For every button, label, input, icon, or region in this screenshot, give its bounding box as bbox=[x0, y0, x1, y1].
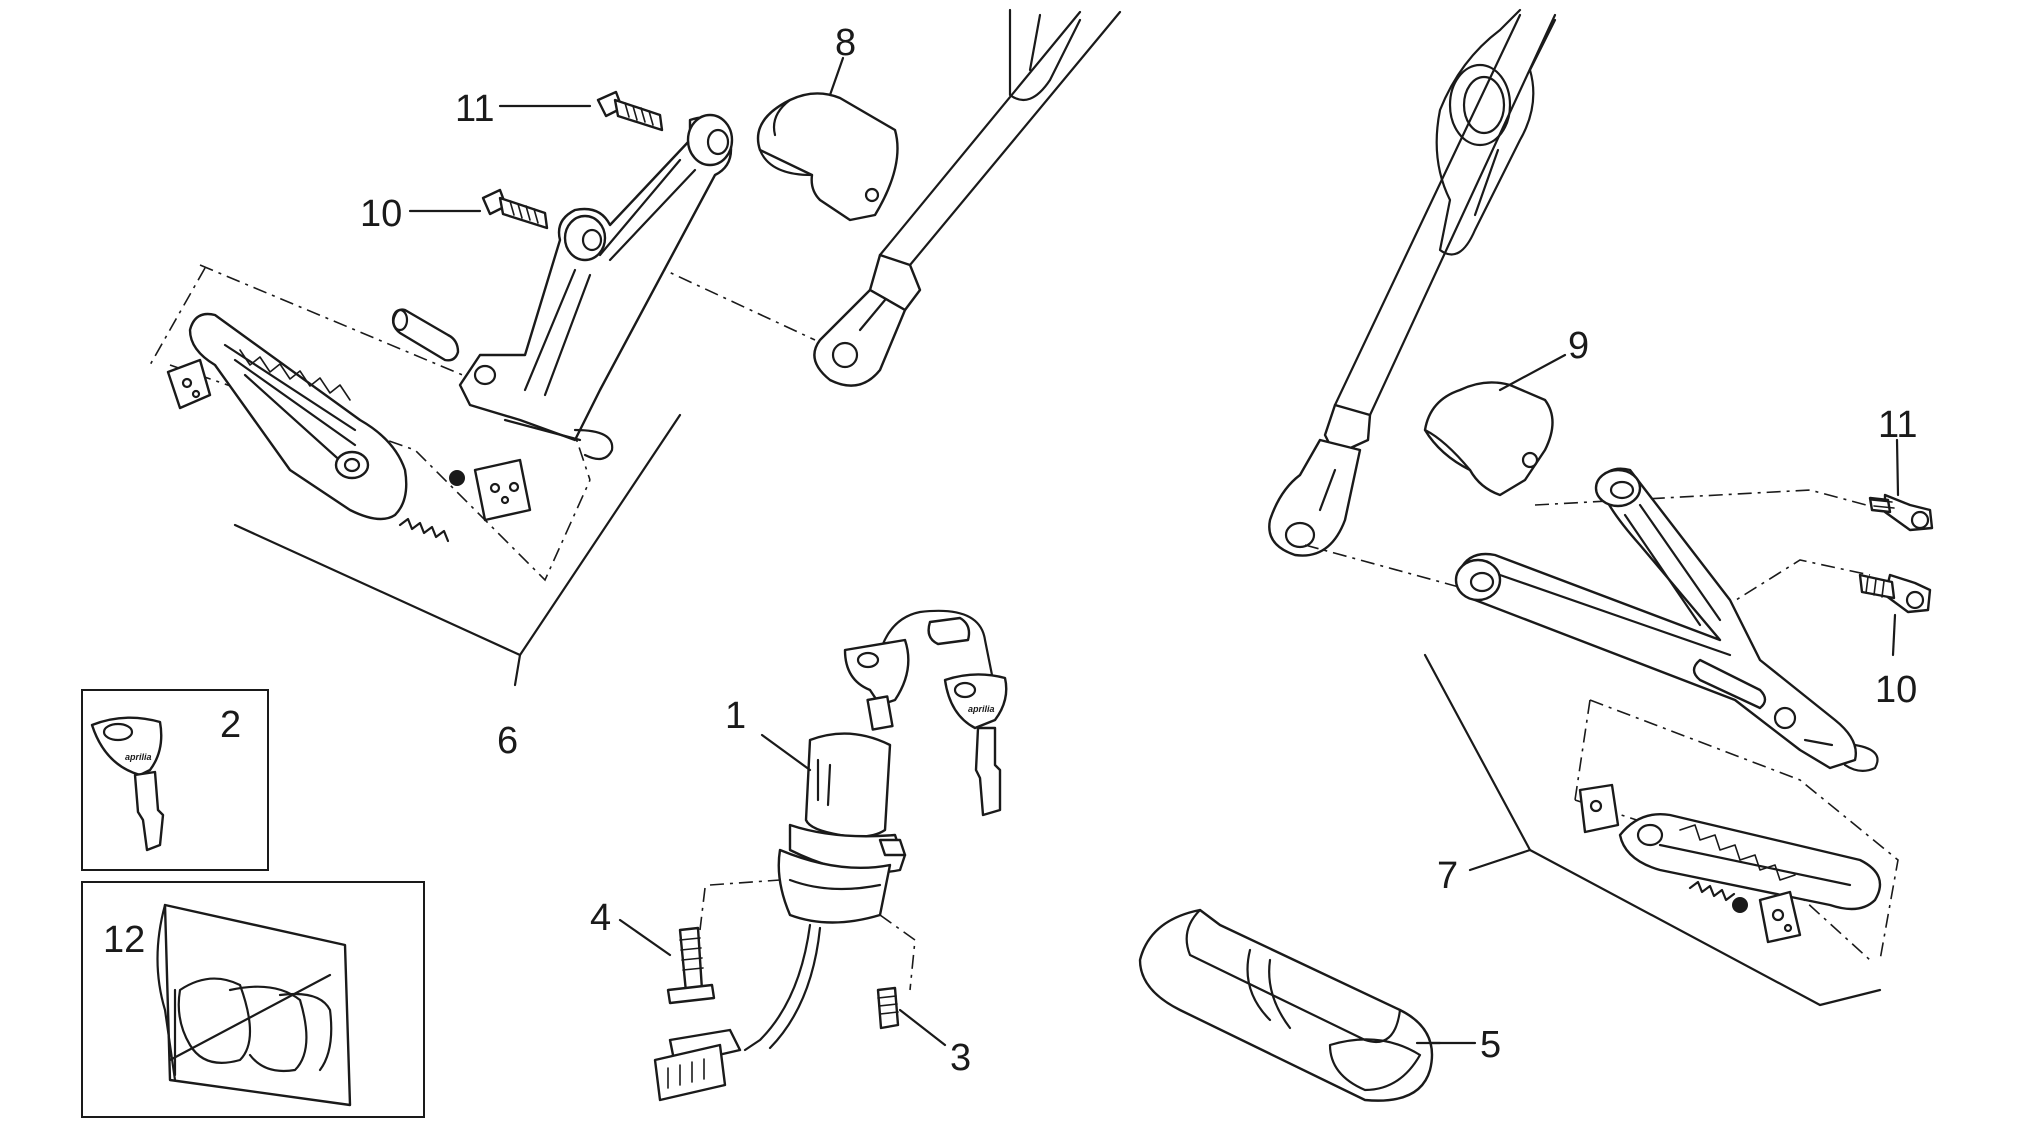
right-spring bbox=[1688, 880, 1736, 902]
alignment-line bbox=[879, 914, 916, 991]
ignition-wire bbox=[768, 926, 822, 1050]
clamp-8 bbox=[756, 92, 899, 222]
key-brand-label: aprilia bbox=[125, 752, 152, 762]
callout-11-right: 11 bbox=[1878, 404, 1917, 446]
bolt-10-left bbox=[481, 188, 549, 230]
alignment-line bbox=[1719, 559, 1871, 611]
left-footpeg bbox=[188, 312, 408, 521]
lock-cylinder bbox=[777, 732, 907, 924]
ignition-wire bbox=[743, 923, 812, 1052]
key-in-lock bbox=[843, 638, 910, 731]
screw-4 bbox=[666, 926, 716, 1005]
right-footrest-assembly bbox=[1268, 8, 1934, 1007]
callout-7: 7 bbox=[1437, 855, 1458, 897]
left-footpeg-plate bbox=[166, 358, 212, 410]
right-footpeg bbox=[1618, 813, 1882, 911]
left-frame-tube bbox=[813, 8, 1122, 387]
retaining-clip-right bbox=[1843, 743, 1879, 772]
callout-11-left: 11 bbox=[455, 88, 494, 130]
left-ball-bearing bbox=[449, 470, 465, 486]
bolt-10-right bbox=[1858, 573, 1932, 614]
group-7-bracket bbox=[1423, 653, 1882, 1007]
callout-6: 6 bbox=[497, 720, 518, 762]
alignment-line bbox=[1534, 489, 1886, 511]
tool-pouch bbox=[1138, 908, 1434, 1102]
callout-labels: 1 2 3 4 5 6 7 8 9 10 10 11 11 12 bbox=[103, 22, 1917, 1079]
right-ball-bearing bbox=[1732, 897, 1748, 913]
callout-10-right: 10 bbox=[1875, 669, 1917, 711]
alignment-line bbox=[699, 879, 781, 931]
bolt-11-right bbox=[1868, 493, 1934, 532]
leader-6 bbox=[513, 653, 522, 687]
footrest-bracket bbox=[458, 113, 734, 442]
leader-7 bbox=[1468, 848, 1532, 872]
spare-key-brand: aprilia bbox=[968, 704, 995, 714]
manual-kit-inset bbox=[81, 881, 425, 1118]
right-footpeg-plate-a bbox=[1578, 783, 1620, 834]
right-footrest-bracket bbox=[1454, 467, 1857, 770]
wire-connector bbox=[653, 1028, 742, 1102]
callout-8: 8 bbox=[835, 22, 856, 64]
key-tag bbox=[927, 616, 971, 646]
callout-1: 1 bbox=[725, 695, 746, 737]
retaining-clip bbox=[573, 428, 614, 461]
callout-10-left: 10 bbox=[360, 193, 402, 235]
callout-2: 2 bbox=[220, 704, 241, 746]
right-frame-tube bbox=[1268, 8, 1557, 557]
leader-lines bbox=[408, 56, 1900, 1047]
spare-key: aprilia bbox=[943, 673, 1008, 817]
left-bracket-plate bbox=[473, 458, 532, 522]
alignment-line bbox=[1574, 699, 1591, 801]
left-spring bbox=[398, 517, 450, 543]
callout-5: 5 bbox=[1480, 1024, 1501, 1066]
set-screw-3 bbox=[876, 986, 900, 1030]
bolt-11-left bbox=[596, 90, 664, 132]
callout-4: 4 bbox=[590, 897, 611, 939]
left-footrest-assembly bbox=[149, 8, 1122, 687]
clamp-9 bbox=[1423, 381, 1554, 497]
alignment-line bbox=[1304, 544, 1471, 591]
callout-12: 12 bbox=[103, 919, 145, 961]
callout-9: 9 bbox=[1568, 325, 1589, 367]
footrest-pin bbox=[391, 308, 460, 362]
key-blank-inset: aprilia bbox=[81, 689, 269, 871]
ignition-switch-assembly: aprilia bbox=[653, 609, 1008, 1102]
callout-3: 3 bbox=[950, 1037, 971, 1079]
right-footpeg-plate-b bbox=[1758, 890, 1802, 944]
